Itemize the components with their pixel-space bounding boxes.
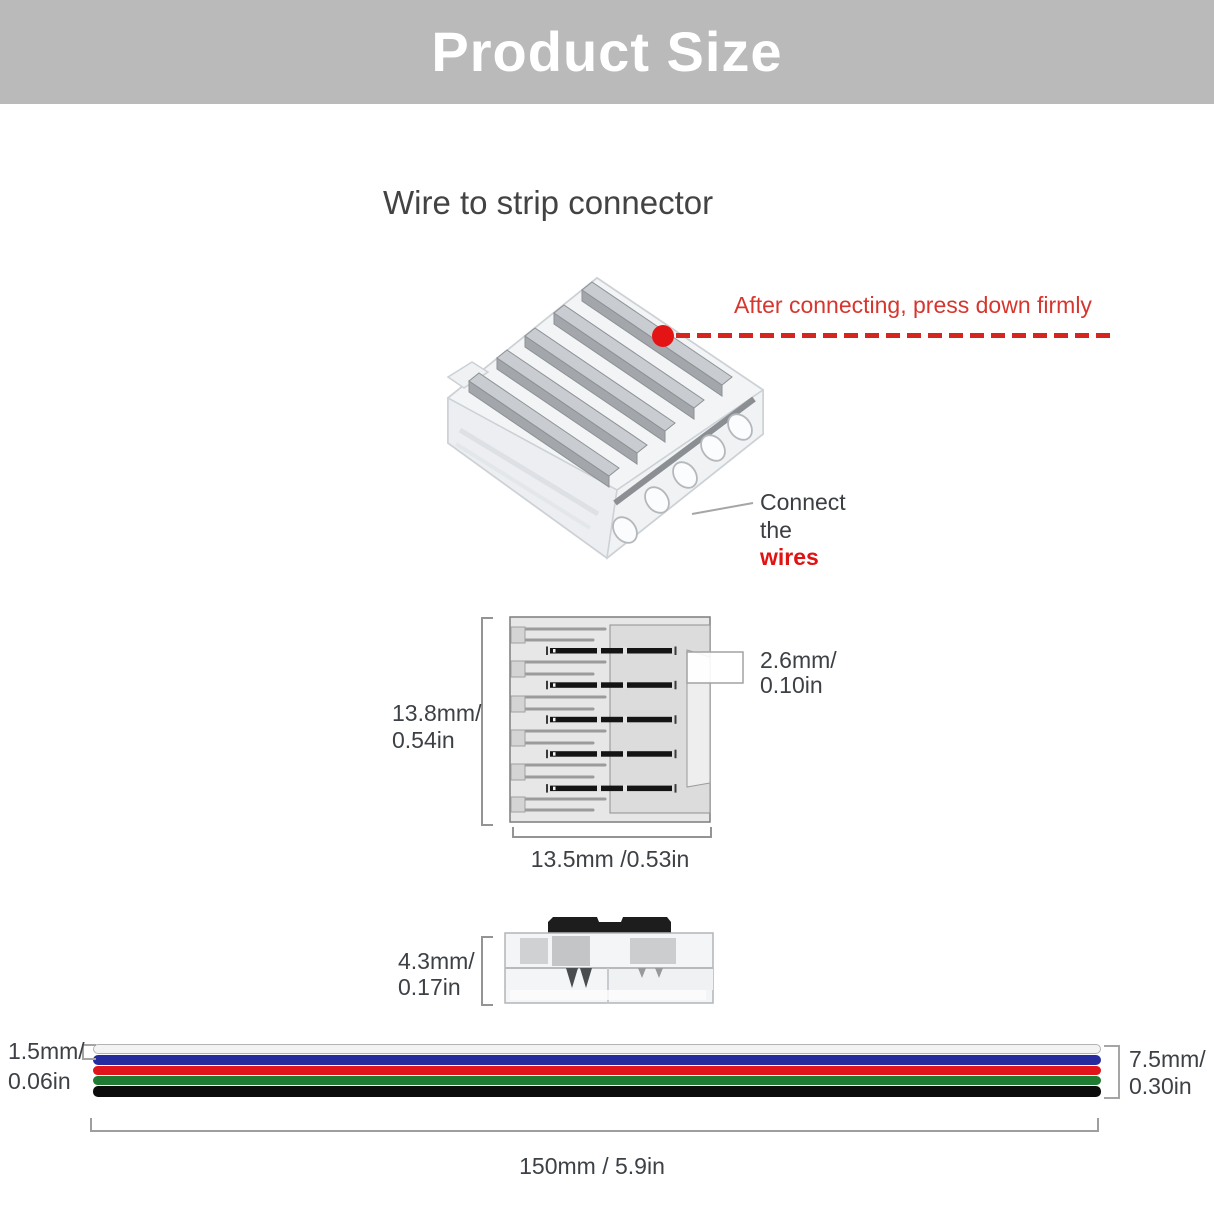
side-height-bracket xyxy=(481,936,493,1006)
wire-stripe-black xyxy=(93,1086,1101,1097)
press-clip xyxy=(548,917,671,933)
connect-pointer-line xyxy=(691,502,754,515)
left-tabs xyxy=(510,626,526,813)
front-width-label: 13.5mm /0.53in xyxy=(530,846,690,872)
metal-clips xyxy=(468,281,733,488)
single-wire-bracket xyxy=(82,1044,96,1060)
guide-stripes xyxy=(511,627,607,812)
wire-hole xyxy=(672,461,698,489)
pitch-label: 2.6mm/ 0.10in xyxy=(760,647,837,698)
wire-hole xyxy=(727,413,753,441)
front-height-label: 13.8mm/ 0.54in xyxy=(392,700,482,753)
connector-front-view xyxy=(509,616,744,823)
wire-stripe-red xyxy=(93,1066,1101,1075)
connect-line-3: wires xyxy=(760,544,819,570)
wire-hole xyxy=(612,516,638,544)
wire-stripe-green xyxy=(93,1076,1101,1085)
wire-hole xyxy=(700,434,726,462)
connector-3d-illustration xyxy=(446,276,765,560)
connect-wires-label: Connect the wires xyxy=(760,489,846,572)
section-heading: Wire to strip connector xyxy=(383,184,714,221)
banner: Product Size xyxy=(0,0,1214,104)
ribbon-wire xyxy=(93,1044,1101,1097)
wire-holes xyxy=(612,413,753,544)
connector-side-view xyxy=(504,917,714,1004)
ribbon-width-bracket xyxy=(1104,1045,1120,1099)
pitch-callout-box xyxy=(686,651,744,684)
wire-stripe-blue xyxy=(93,1055,1101,1065)
page-title: Product Size xyxy=(431,20,783,83)
connect-line-1: Connect xyxy=(760,489,846,515)
front-height-bracket xyxy=(481,617,493,826)
front-width-bracket xyxy=(512,827,712,838)
press-annotation: After connecting, press down firmly xyxy=(734,292,1092,318)
wire-hole xyxy=(644,486,670,514)
wire-length-label: 150mm / 5.9in xyxy=(519,1153,665,1179)
ribbon-width-label: 7.5mm/ 0.30in xyxy=(1129,1046,1206,1099)
press-point-dot xyxy=(652,325,674,347)
wire-length-bracket xyxy=(90,1118,1099,1132)
single-wire-label: 1.5mm/ 0.06in xyxy=(8,1038,85,1094)
connect-line-2: the xyxy=(760,516,792,543)
contact-slots xyxy=(546,646,677,793)
press-dash-line xyxy=(676,333,1114,338)
wire-stripe-white xyxy=(93,1044,1101,1054)
side-height-label: 4.3mm/ 0.17in xyxy=(398,948,475,1000)
